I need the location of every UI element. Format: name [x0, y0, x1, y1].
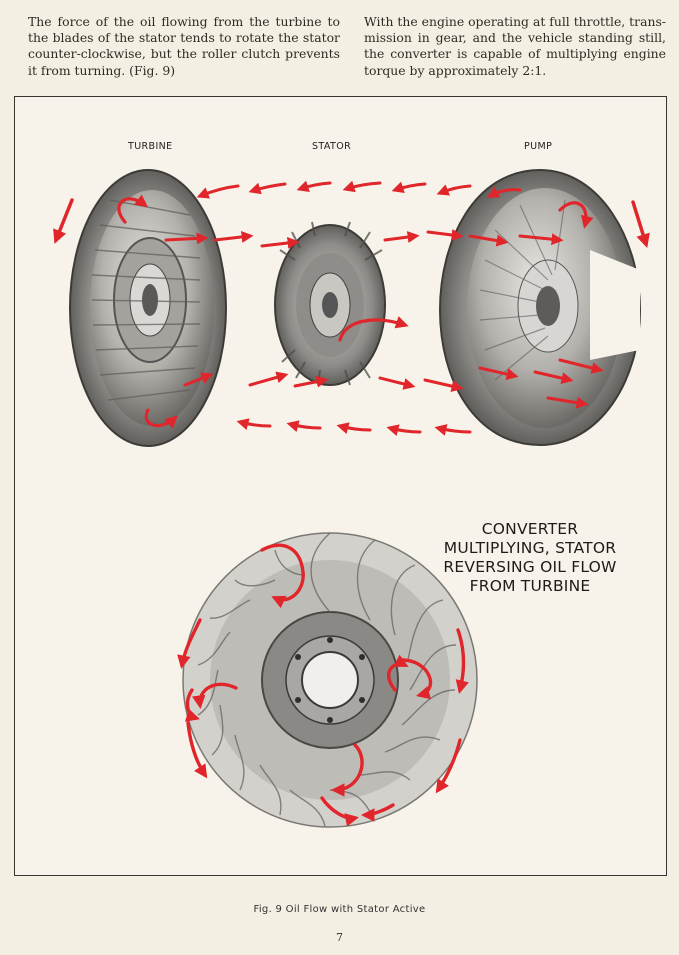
text-line: mission in gear, and the vehicle standin… — [364, 30, 666, 46]
text-line: counter-clockwise, but the roller clutch… — [28, 46, 340, 62]
headline-line: FROM TURBINE — [469, 577, 591, 595]
text-line: it from turning. (Fig. 9) — [28, 62, 176, 78]
stator-label: STATOR — [312, 141, 352, 152]
pump-image — [438, 168, 642, 447]
flow-arrows-top — [196, 180, 522, 199]
figure-caption: Fig. 9 Oil Flow with Stator Active — [253, 904, 426, 915]
headline-line: MULTIPLYING, STATOR — [443, 539, 617, 557]
text-line: the converter is capable of multiplying … — [364, 46, 666, 62]
text-line: torque by approximately 2:1. — [364, 62, 547, 78]
pump-label: PUMP — [524, 141, 553, 152]
intro-text-right: With the engine operating at full thrott… — [364, 14, 666, 79]
flow-arrows-bottom — [236, 418, 472, 436]
turbine-label: TURBINE — [128, 141, 173, 152]
turbine-image — [69, 169, 227, 447]
headline-line: REVERSING OIL FLOW — [443, 558, 617, 576]
text-line: the blades of the stator tends to rotate… — [28, 30, 340, 46]
text-line: With the engine operating at full thrott… — [364, 14, 666, 29]
headline-line: CONVERTER — [481, 520, 579, 538]
figure-headline: CONVERTER MULTIPLYING, STATOR REVERSING … — [420, 520, 640, 596]
intro-text-left: The force of the oil flowing from the tu… — [28, 14, 340, 79]
stator-image — [274, 224, 386, 386]
text-line: The force of the oil flowing from the tu… — [28, 14, 340, 29]
page-number: 7 — [336, 931, 343, 944]
stator-flow-arrows — [177, 543, 469, 827]
